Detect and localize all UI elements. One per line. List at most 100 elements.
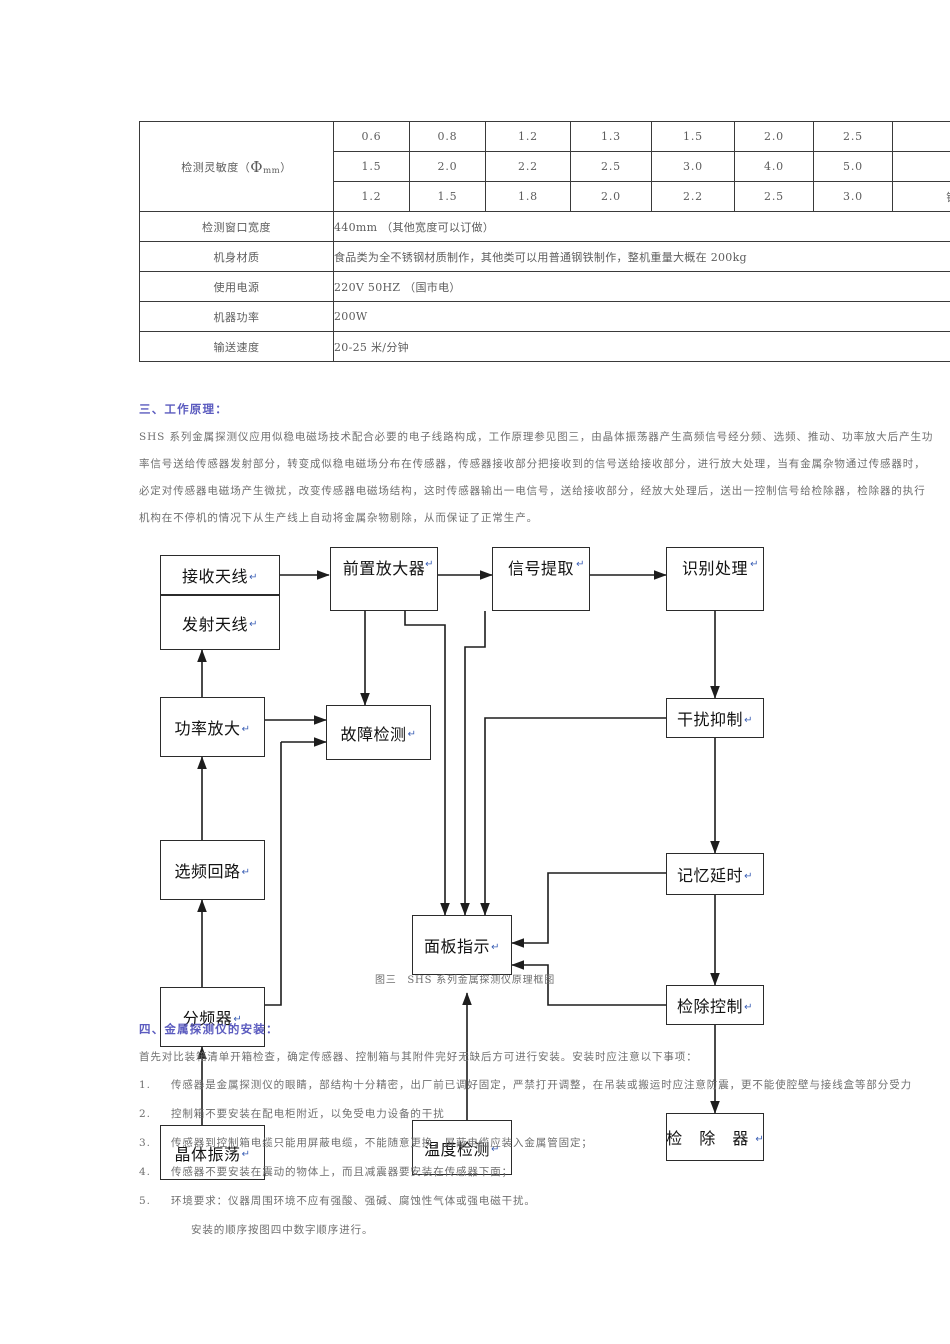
pilcrow-icon: ↵ bbox=[744, 1001, 753, 1013]
flow-box-label: 发射天线 bbox=[182, 614, 249, 634]
flow-box-interference: 干扰抑制↵ bbox=[666, 698, 764, 738]
flow-box-xmit-antenna: 发射天线↵ bbox=[160, 595, 280, 650]
flow-box-label: 干扰抑制 bbox=[677, 710, 744, 729]
sens-cell: 1.3 bbox=[570, 121, 652, 152]
sens-cell: 4.0 bbox=[734, 151, 814, 182]
flow-box-fault-detect: 故障检测↵ bbox=[326, 705, 431, 760]
flow-box-divider: 分频器↵ bbox=[160, 987, 265, 1047]
sens-cell: 3.0 bbox=[651, 151, 735, 182]
list-item-number: 5. bbox=[139, 1195, 151, 1207]
pilcrow-icon: ↵ bbox=[744, 870, 753, 882]
flow-box-label: 选频回路 bbox=[174, 862, 241, 881]
flow-box-label: 面板指示 bbox=[424, 937, 491, 956]
list-item-text: 传感器不要安装在震动的物体上，而且减震器要安装在传感器下面； bbox=[171, 1166, 513, 1178]
sens-cell: 0.8 bbox=[409, 121, 486, 152]
section-3-heading: 三、工作原理： bbox=[139, 402, 228, 416]
sens-cell: 2.5 bbox=[813, 121, 893, 152]
flowchart-connectors bbox=[197, 570, 720, 1125]
pilcrow-icon: ↵ bbox=[241, 1149, 251, 1160]
flow-box-preamp: 前置放大器↵ bbox=[330, 547, 438, 611]
flow-box-power-amp: 功率放大↵ bbox=[160, 697, 265, 757]
section-3-paragraph-line: 必定对传感器电磁场产生微扰，改变传感器电磁场结构，这时传感器输出一电信号，送给接… bbox=[139, 485, 926, 497]
flow-box-signal-extract: 信号提取↵ bbox=[492, 547, 590, 611]
list-item-number: 2. bbox=[139, 1108, 151, 1120]
flow-box-rejector: 检 除 器↵ bbox=[666, 1113, 764, 1161]
pilcrow-icon: ↵ bbox=[407, 729, 417, 740]
sens-cell: 3.0 bbox=[813, 181, 893, 212]
flow-box-label: 识别处理 bbox=[681, 559, 748, 578]
sens-cell: 1.2 bbox=[333, 181, 410, 212]
flow-box-label: 晶体振荡 bbox=[174, 1144, 241, 1164]
flow-box-label: 前置放大器 bbox=[342, 559, 426, 578]
pilcrow-icon: ↵ bbox=[425, 559, 434, 570]
sensitivity-label-cell: 检测灵敏度（Φmm） bbox=[139, 121, 334, 212]
list-item-text: 传感器是金属探测仪的眼睛，部结构十分精密，出厂前已调好固定，严禁打开调整，在吊装… bbox=[171, 1079, 912, 1091]
table-row: 1.5 2.0 2.2 2.5 3.0 4.0 5.0 bbox=[140, 151, 950, 182]
section-4-intro: 首先对比装箱清单开箱检查，确定传感器、控制箱与其附件完好无缺后方可进行安装。安装… bbox=[139, 1051, 698, 1063]
sens-cell: 1.5 bbox=[409, 181, 486, 212]
flow-box-memory-delay: 记忆延时↵ bbox=[666, 853, 764, 895]
list-item: 5. 环境要求：仪器周围环境不应有强酸、强碱、腐蚀性气体或强电磁干扰。 bbox=[139, 1193, 536, 1208]
section-4-closing: 安装的顺序按图四中数字顺序进行。 bbox=[191, 1224, 374, 1236]
pilcrow-icon: ↵ bbox=[491, 1144, 500, 1155]
pilcrow-icon: ↵ bbox=[233, 1013, 243, 1025]
table-row: 检测窗口宽度 440mm （其他宽度可以订做） bbox=[139, 211, 950, 242]
spec-row-value: 440mm （其他宽度可以订做） bbox=[333, 211, 950, 242]
phi-symbol: Φ bbox=[250, 157, 264, 176]
sens-cell: 2.2 bbox=[485, 151, 571, 182]
flow-box-label: 功率放大 bbox=[174, 719, 241, 738]
sens-cell: 2.0 bbox=[409, 151, 486, 182]
list-item-text: 控制箱不要安装在配电柜附近，以免受电力设备的干扰 bbox=[171, 1108, 445, 1120]
spec-row-label: 机器功率 bbox=[139, 301, 334, 332]
list-item: 3. 传感器到控制箱电缆只能用屏蔽电缆，不能随意更换，屏蔽电缆应装入金属管固定； bbox=[139, 1135, 593, 1150]
sensitivity-unit: mm bbox=[263, 165, 281, 176]
principle-block-diagram: 接收天线↵ 发射天线↵ 前置放大器↵ 信号提取↵ 识别处理↵ 功率放大↵ 故障检… bbox=[140, 525, 950, 1180]
pilcrow-icon: ↵ bbox=[241, 723, 251, 735]
pilcrow-icon: ↵ bbox=[755, 1133, 764, 1145]
sens-cell: 2.5 bbox=[734, 181, 814, 212]
sens-cell: 2.5 bbox=[570, 151, 652, 182]
pilcrow-icon: ↵ bbox=[744, 714, 753, 726]
flow-box-label: 检 除 器 bbox=[666, 1129, 755, 1148]
sens-cell: 1.2 bbox=[485, 121, 571, 152]
sens-cell: 1.5 bbox=[651, 121, 735, 152]
sens-cell: 2.0 bbox=[570, 181, 652, 212]
table-row: 使用电源 220V 50HZ （国市电） bbox=[139, 271, 950, 302]
section-3-paragraph-line: SHS 系列金属探测仪应用似稳电磁场技术配合必要的电子线路构成，工作原理参见图三… bbox=[139, 431, 934, 443]
spec-row-value: 食品类为全不锈钢材质制作，其他类可以用普通钢铁制作，整机重量大概在 200kg bbox=[333, 241, 950, 272]
figure-caption: 图三 SHS 系列金属探测仪原理框图 bbox=[375, 975, 556, 986]
list-item-number: 3. bbox=[139, 1137, 151, 1149]
sensitivity-label-prefix: 检测灵敏度（ bbox=[181, 160, 251, 174]
section-4-heading: 四、金属探测仪的安装： bbox=[139, 1022, 279, 1036]
sens-cell: 2.2 bbox=[651, 181, 735, 212]
list-item-number: 1. bbox=[139, 1079, 151, 1091]
sensitivity-label-suffix: ） bbox=[280, 160, 292, 174]
list-item: 2. 控制箱不要安装在配电柜附近，以免受电力设备的干扰 bbox=[139, 1106, 445, 1121]
list-item-text: 环境要求：仪器周围环境不应有强酸、强碱、腐蚀性气体或强电磁干扰。 bbox=[171, 1195, 536, 1207]
table-row: 机器功率 200W bbox=[139, 301, 950, 332]
pilcrow-icon: ↵ bbox=[750, 559, 759, 570]
flow-box-panel-display: 面板指示↵ bbox=[412, 915, 512, 975]
flow-box-temp-detect: 温度检测↵ bbox=[412, 1120, 512, 1175]
flow-box-label: 接收天线 bbox=[182, 567, 249, 586]
list-item: 4.传感器不要安装在震动的物体上，而且减震器要安装在传感器下面； bbox=[139, 1164, 513, 1179]
flow-box-label: 信号提取 bbox=[507, 559, 574, 578]
sens-cell: 5.0 bbox=[813, 151, 893, 182]
list-item-text: 传感器到控制箱电缆只能用屏蔽电缆，不能随意更换，屏蔽电缆应装入金属管固定； bbox=[171, 1137, 593, 1149]
table-row: 检测灵敏度（Φmm） 0.6 0.8 1.2 1.3 1.5 2.0 2.5 bbox=[139, 121, 950, 212]
flow-box-freq-select: 选频回路↵ bbox=[160, 840, 265, 900]
spec-row-value: 20-25 米/分钟 bbox=[333, 331, 950, 362]
sens-cell: 2.0 bbox=[734, 121, 814, 152]
sens-cell bbox=[892, 151, 950, 182]
sens-cell-overflow: 铝 bbox=[892, 181, 950, 212]
spec-row-label: 机身材质 bbox=[139, 241, 334, 272]
flow-box-label: 故障检测 bbox=[340, 724, 407, 744]
flow-box-label: 检除控制 bbox=[677, 997, 744, 1016]
specification-table: 检测灵敏度（Φmm） 0.6 0.8 1.2 1.3 1.5 2.0 2.5 1… bbox=[139, 121, 950, 362]
flow-box-label: 记忆延时 bbox=[677, 866, 744, 885]
sens-cell: 1.5 bbox=[333, 151, 410, 182]
sens-cell: 1.8 bbox=[485, 181, 571, 212]
flow-box-identify: 识别处理↵ bbox=[666, 547, 764, 611]
section-3-paragraph-line: 机构在不停机的情况下从生产线上自动将金属杂物剔除，从而保证了正常生产。 bbox=[139, 512, 538, 524]
